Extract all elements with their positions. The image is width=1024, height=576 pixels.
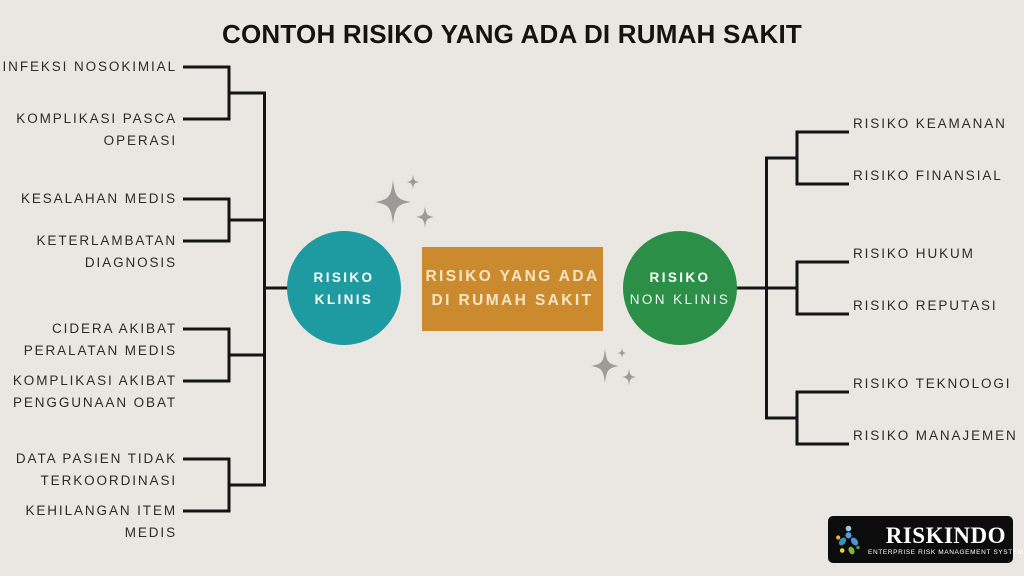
right-branch-1: [765, 130, 849, 186]
leaf-label: RISIKO TEKNOLOGI: [853, 376, 1012, 391]
leaf-label: PERALATAN MEDIS: [23, 342, 177, 358]
node-label: KLINIS: [314, 291, 374, 307]
right-branch-2: [795, 260, 849, 316]
node-risiko-klinis: RISIKO KLINIS: [287, 231, 401, 345]
node-label: RISIKO: [313, 269, 375, 285]
left-branch-3: [183, 327, 266, 383]
leaf-label: TERKOORDINASI: [40, 472, 177, 488]
leaf-label: RISIKO MANAJEMEN: [853, 428, 1018, 443]
node-risiko-non-klinis: RISIKO NON KLINIS: [623, 231, 737, 345]
right-branch-3: [765, 390, 849, 446]
right-item-risiko-teknologi: RISIKO TEKNOLOGI: [853, 373, 1011, 395]
leaf-label: OPERASI: [103, 132, 177, 148]
leaf-label: KOMPLIKASI AKIBAT: [12, 373, 177, 388]
left-item-data-pasien-tidak-terkoordinasi: DATA PASIEN TIDAK TERKOORDINASI: [0, 448, 177, 491]
left-item-infeksi-nosokimial: INFEKSI NOSOKIMIAL: [0, 56, 177, 78]
left-branch-2: [183, 197, 266, 243]
sparkle-icon-cluster-right: [591, 347, 636, 386]
leaf-label: RISIKO FINANSIAL: [853, 168, 1003, 183]
leaf-label: RISIKO REPUTASI: [853, 298, 998, 313]
leaf-label: KETERLAMBATAN: [36, 233, 177, 248]
leaf-label: PENGGUNAAN OBAT: [12, 394, 177, 410]
leaf-label: INFEKSI NOSOKIMIAL: [2, 59, 177, 74]
leaf-label: RISIKO HUKUM: [853, 246, 975, 261]
leaf-label: CIDERA AKIBAT: [52, 321, 177, 336]
right-item-risiko-keamanan: RISIKO KEAMANAN: [853, 113, 1007, 135]
left-item-kesalahan-medis: KESALAHAN MEDIS: [0, 188, 177, 210]
riskindo-logo: RISKINDO ENTERPRISE RISK MANAGEMENT SYST…: [828, 516, 1023, 563]
left-branch-1: [183, 65, 266, 121]
left-item-komplikasi-pasca-operasi: KOMPLIKASI PASCA OPERASI: [0, 108, 177, 151]
sparkle-icon-cluster-left: [375, 174, 434, 228]
left-item-kehilangan-item-medis: KEHILANGAN ITEM MEDIS: [0, 500, 177, 543]
page-title: CONTOH RISIKO YANG ADA DI RUMAH SAKIT: [222, 19, 802, 49]
right-item-risiko-manajemen: RISIKO MANAJEMEN: [853, 425, 1018, 447]
node-risiko-rumah-sakit: RISIKO YANG ADA DI RUMAH SAKIT: [422, 247, 603, 331]
left-item-keterlambatan-diagnosis: KETERLAMBATAN DIAGNOSIS: [0, 230, 177, 273]
right-item-risiko-hukum: RISIKO HUKUM: [853, 243, 975, 265]
logo-name: RISKINDO: [885, 522, 1007, 548]
logo-tagline: ENTERPRISE RISK MANAGEMENT SYSTEM: [868, 548, 1024, 556]
left-item-komplikasi-akibat-penggunaan-obat: KOMPLIKASI AKIBAT PENGGUNAAN OBAT: [0, 370, 177, 413]
right-item-risiko-reputasi: RISIKO REPUTASI: [853, 295, 998, 317]
leaf-label: MEDIS: [124, 524, 177, 540]
left-trunk: [263, 91, 290, 487]
center-box-label: RISIKO YANG ADA: [425, 268, 600, 285]
node-label: NON KLINIS: [629, 291, 731, 307]
leaf-label: KESALAHAN MEDIS: [20, 191, 177, 206]
leaf-label: RISIKO KEAMANAN: [853, 116, 1007, 131]
center-box-label: DI RUMAH SAKIT: [431, 292, 594, 309]
left-branch-4: [183, 457, 266, 513]
right-item-risiko-finansial: RISIKO FINANSIAL: [853, 165, 1003, 187]
left-item-cidera-akibat-peralatan-medis: CIDERA AKIBAT PERALATAN MEDIS: [0, 318, 177, 361]
leaf-label: DATA PASIEN TIDAK: [15, 451, 177, 466]
leaf-label: KEHILANGAN ITEM: [25, 503, 177, 518]
riskindo-logo-icon: [836, 525, 860, 554]
leaf-label: DIAGNOSIS: [84, 254, 177, 270]
node-label: RISIKO: [649, 269, 711, 285]
leaf-label: KOMPLIKASI PASCA: [16, 111, 177, 126]
